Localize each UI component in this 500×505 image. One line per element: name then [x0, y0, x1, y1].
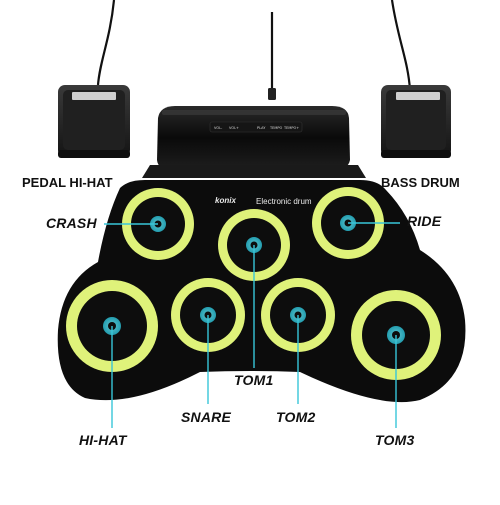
pedal-hi-hat-icon — [58, 85, 130, 158]
callout-lines — [104, 222, 400, 428]
hi-hat-label: HI-HAT — [79, 432, 127, 448]
control-button-tempo-up: TEMPO+ — [284, 126, 300, 130]
ride-label: RIDE — [407, 213, 442, 229]
control-button-vol-up: VOL+ — [229, 126, 239, 130]
tom1-label: TOM1 — [234, 372, 274, 388]
brand-logo: konix — [215, 196, 236, 205]
snare-label: SNARE — [181, 409, 232, 425]
control-button-vol-down: VOL- — [214, 126, 223, 130]
brand-tagline: Electronic drum — [256, 197, 312, 206]
usb-plug — [268, 88, 276, 100]
pedal-hi-hat-label: PEDAL HI-HAT — [22, 175, 113, 190]
control-unit — [142, 106, 366, 178]
tom2-label: TOM2 — [276, 409, 316, 425]
tom3-label: TOM3 — [375, 432, 415, 448]
crash-label: CRASH — [46, 215, 97, 231]
control-button-play: PLAY — [257, 126, 266, 130]
bass-pedal-cable — [390, 0, 412, 91]
control-button-tempo-down: TEMPO — [270, 126, 283, 130]
hi-hat-pedal-cable — [96, 0, 116, 86]
bass-drum-label: BASS DRUM — [381, 175, 460, 190]
bass-drum-pedal-icon — [381, 85, 451, 158]
